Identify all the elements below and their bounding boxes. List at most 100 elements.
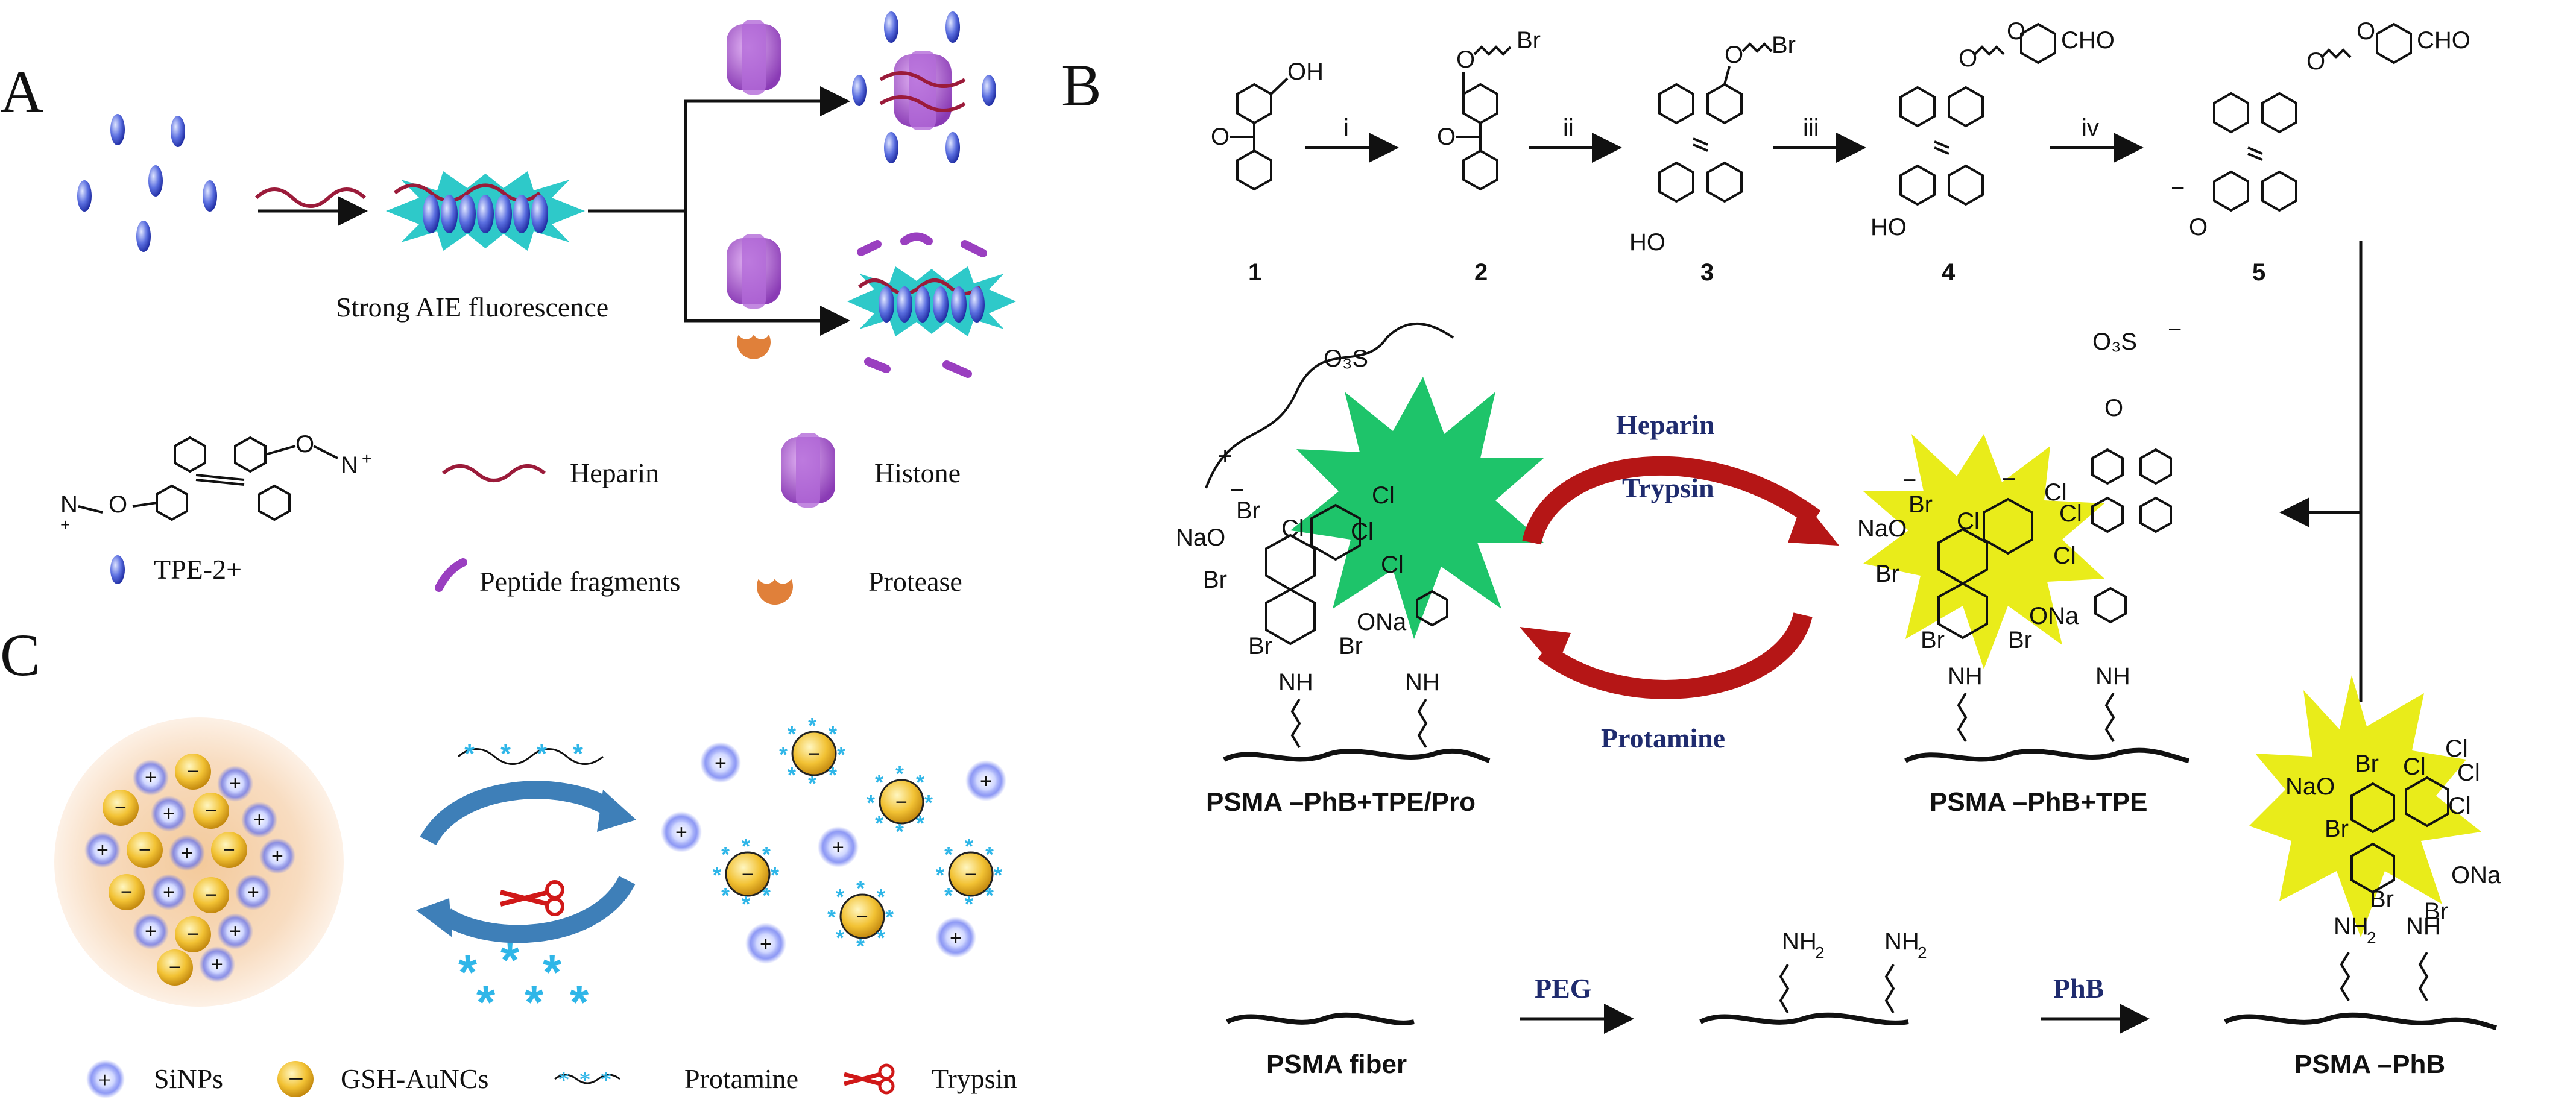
released-tpe: [852, 11, 996, 163]
svg-text:−: −: [187, 923, 199, 946]
svg-text:+: +: [229, 920, 241, 943]
c2-ether-o: O: [1456, 46, 1475, 73]
right-complex-br4: Br: [2008, 627, 2032, 653]
left-complex-ona: ONa: [1357, 609, 1407, 635]
reagent-peg: PEG: [1535, 973, 1592, 1004]
phb-br1: Br: [2355, 750, 2379, 777]
cleaved-protamine-fragments: ******: [458, 933, 589, 1029]
caption-right-complex: PSMA –PhB+TPE: [1930, 787, 2147, 817]
c5-sulfonate-minus: −: [2171, 175, 2185, 201]
right-complex-minus: −: [2168, 316, 2182, 343]
svg-text:+: +: [229, 772, 241, 795]
protamine-coated-aunc: −********: [867, 761, 933, 844]
c4-ether-o: O: [1959, 45, 1977, 72]
cluster-aunc: −: [175, 754, 211, 790]
c2-br: Br: [1517, 27, 1541, 54]
cluster-sinp: +: [241, 802, 277, 838]
compound-3: O Br HO: [1629, 32, 1796, 256]
svg-text:*: *: [856, 934, 865, 958]
histone-icon-upper: [727, 20, 781, 95]
svg-text:*: *: [713, 863, 721, 887]
cluster-sinp: +: [151, 874, 187, 910]
right-complex-br2: Br: [1875, 561, 1899, 587]
svg-text:*: *: [836, 925, 844, 950]
svg-text:*: *: [558, 1066, 570, 1093]
svg-text:*: *: [836, 884, 844, 909]
svg-text:−: −: [139, 839, 151, 861]
c5-ether-o2: O: [2189, 214, 2208, 241]
legend-peptides: Peptide fragments: [479, 566, 680, 597]
cluster-sinp: +: [217, 913, 253, 949]
peptide-fragments: [857, 232, 987, 378]
protamine-star: *: [525, 975, 544, 1029]
compound-5: O O CHO − O: [2171, 18, 2470, 241]
left-complex-nh1: NH: [1278, 669, 1313, 696]
svg-text:*: *: [742, 892, 750, 916]
svg-text:−: −: [121, 881, 133, 904]
svg-text:*: *: [885, 905, 894, 930]
svg-text:−: −: [115, 796, 127, 819]
svg-text:*: *: [895, 761, 904, 786]
svg-text:+: +: [253, 808, 265, 831]
compound-label-3: 3: [1700, 259, 1714, 286]
cluster-sinp: +: [235, 874, 271, 910]
legend-sinps: SiNPs: [154, 1063, 223, 1094]
right-complex-br1: Br: [1908, 491, 1933, 518]
cluster-sinp: +: [133, 760, 169, 796]
protamine-star: *: [500, 933, 520, 987]
free-sinp: +: [700, 742, 741, 783]
cluster-sinp: +: [259, 838, 295, 874]
right-complex-so3: O₃S: [2092, 329, 2137, 355]
c3-br: Br: [1772, 32, 1796, 58]
svg-text:*: *: [965, 892, 973, 916]
left-complex-cl4: Cl: [1381, 552, 1404, 578]
amine-fiber: NH 2 NH 2: [1699, 928, 1927, 1025]
cluster-sinp: +: [169, 835, 205, 871]
right-complex-cl3: Cl: [2059, 500, 2082, 527]
svg-text:*: *: [537, 739, 548, 769]
svg-text:*: *: [579, 1066, 591, 1093]
heparin-legend-icon: [442, 464, 546, 482]
phb-cl1: Cl: [2403, 754, 2426, 780]
mixed-nanoparticle-cluster: +−+−+−++−+−+−+−++−+−+: [54, 717, 344, 1007]
right-complex-nh2: NH: [2095, 663, 2130, 690]
svg-text:*: *: [936, 863, 944, 887]
svg-text:+: +: [145, 920, 157, 943]
svg-text:*: *: [788, 763, 796, 787]
svg-text:*: *: [829, 763, 837, 787]
protease-legend-icon: [757, 579, 793, 605]
phb-nh: NH: [2406, 913, 2441, 940]
aggregate-with-fragments: [847, 266, 1016, 336]
cluster-aunc: −: [193, 793, 229, 829]
protamine-coated-aunc: −********: [936, 834, 1002, 916]
cycle-arrowhead-upper: [1788, 500, 1839, 546]
svg-text:*: *: [985, 883, 994, 908]
svg-text:+: +: [211, 953, 223, 976]
compound-label-4: 4: [1942, 259, 1956, 286]
compound-label-2: 2: [1474, 259, 1488, 286]
svg-text:*: *: [965, 834, 973, 858]
svg-text:+: +: [60, 515, 70, 534]
legend-protease: Protease: [868, 566, 962, 597]
phb-ona: ONa: [2451, 862, 2501, 889]
svg-text:*: *: [856, 876, 865, 901]
left-complex-so3: O₃S: [1324, 345, 1368, 372]
cycle-protamine: Protamine: [1601, 723, 1725, 754]
cycle-arrowhead-lower: [1520, 627, 1571, 669]
amine-nh2-right: NH: [1884, 928, 1919, 955]
svg-text:*: *: [924, 790, 933, 815]
svg-text:+: +: [96, 839, 109, 861]
svg-text:*: *: [877, 884, 885, 909]
psma-phb-tpe-pro-complex: + − O₃S NaO Br Br Cl Cl Cl Cl ONa Br Br …: [1176, 322, 1544, 763]
amine-nh2-left-sub: 2: [1815, 943, 1825, 962]
caption-fiber: PSMA fiber: [1266, 1049, 1407, 1079]
c5-cho: CHO: [2417, 27, 2470, 54]
cluster-aunc: −: [175, 916, 211, 952]
protamine-chain: ****: [458, 739, 604, 769]
panel-b-label: B: [1061, 52, 1102, 119]
cluster-sinp: +: [151, 796, 187, 832]
svg-text:*: *: [985, 842, 994, 867]
protamine-legend-icon: * * *: [554, 1066, 620, 1093]
dispersed-nanoparticles: ++++++−********−********−********−******…: [661, 713, 1006, 964]
